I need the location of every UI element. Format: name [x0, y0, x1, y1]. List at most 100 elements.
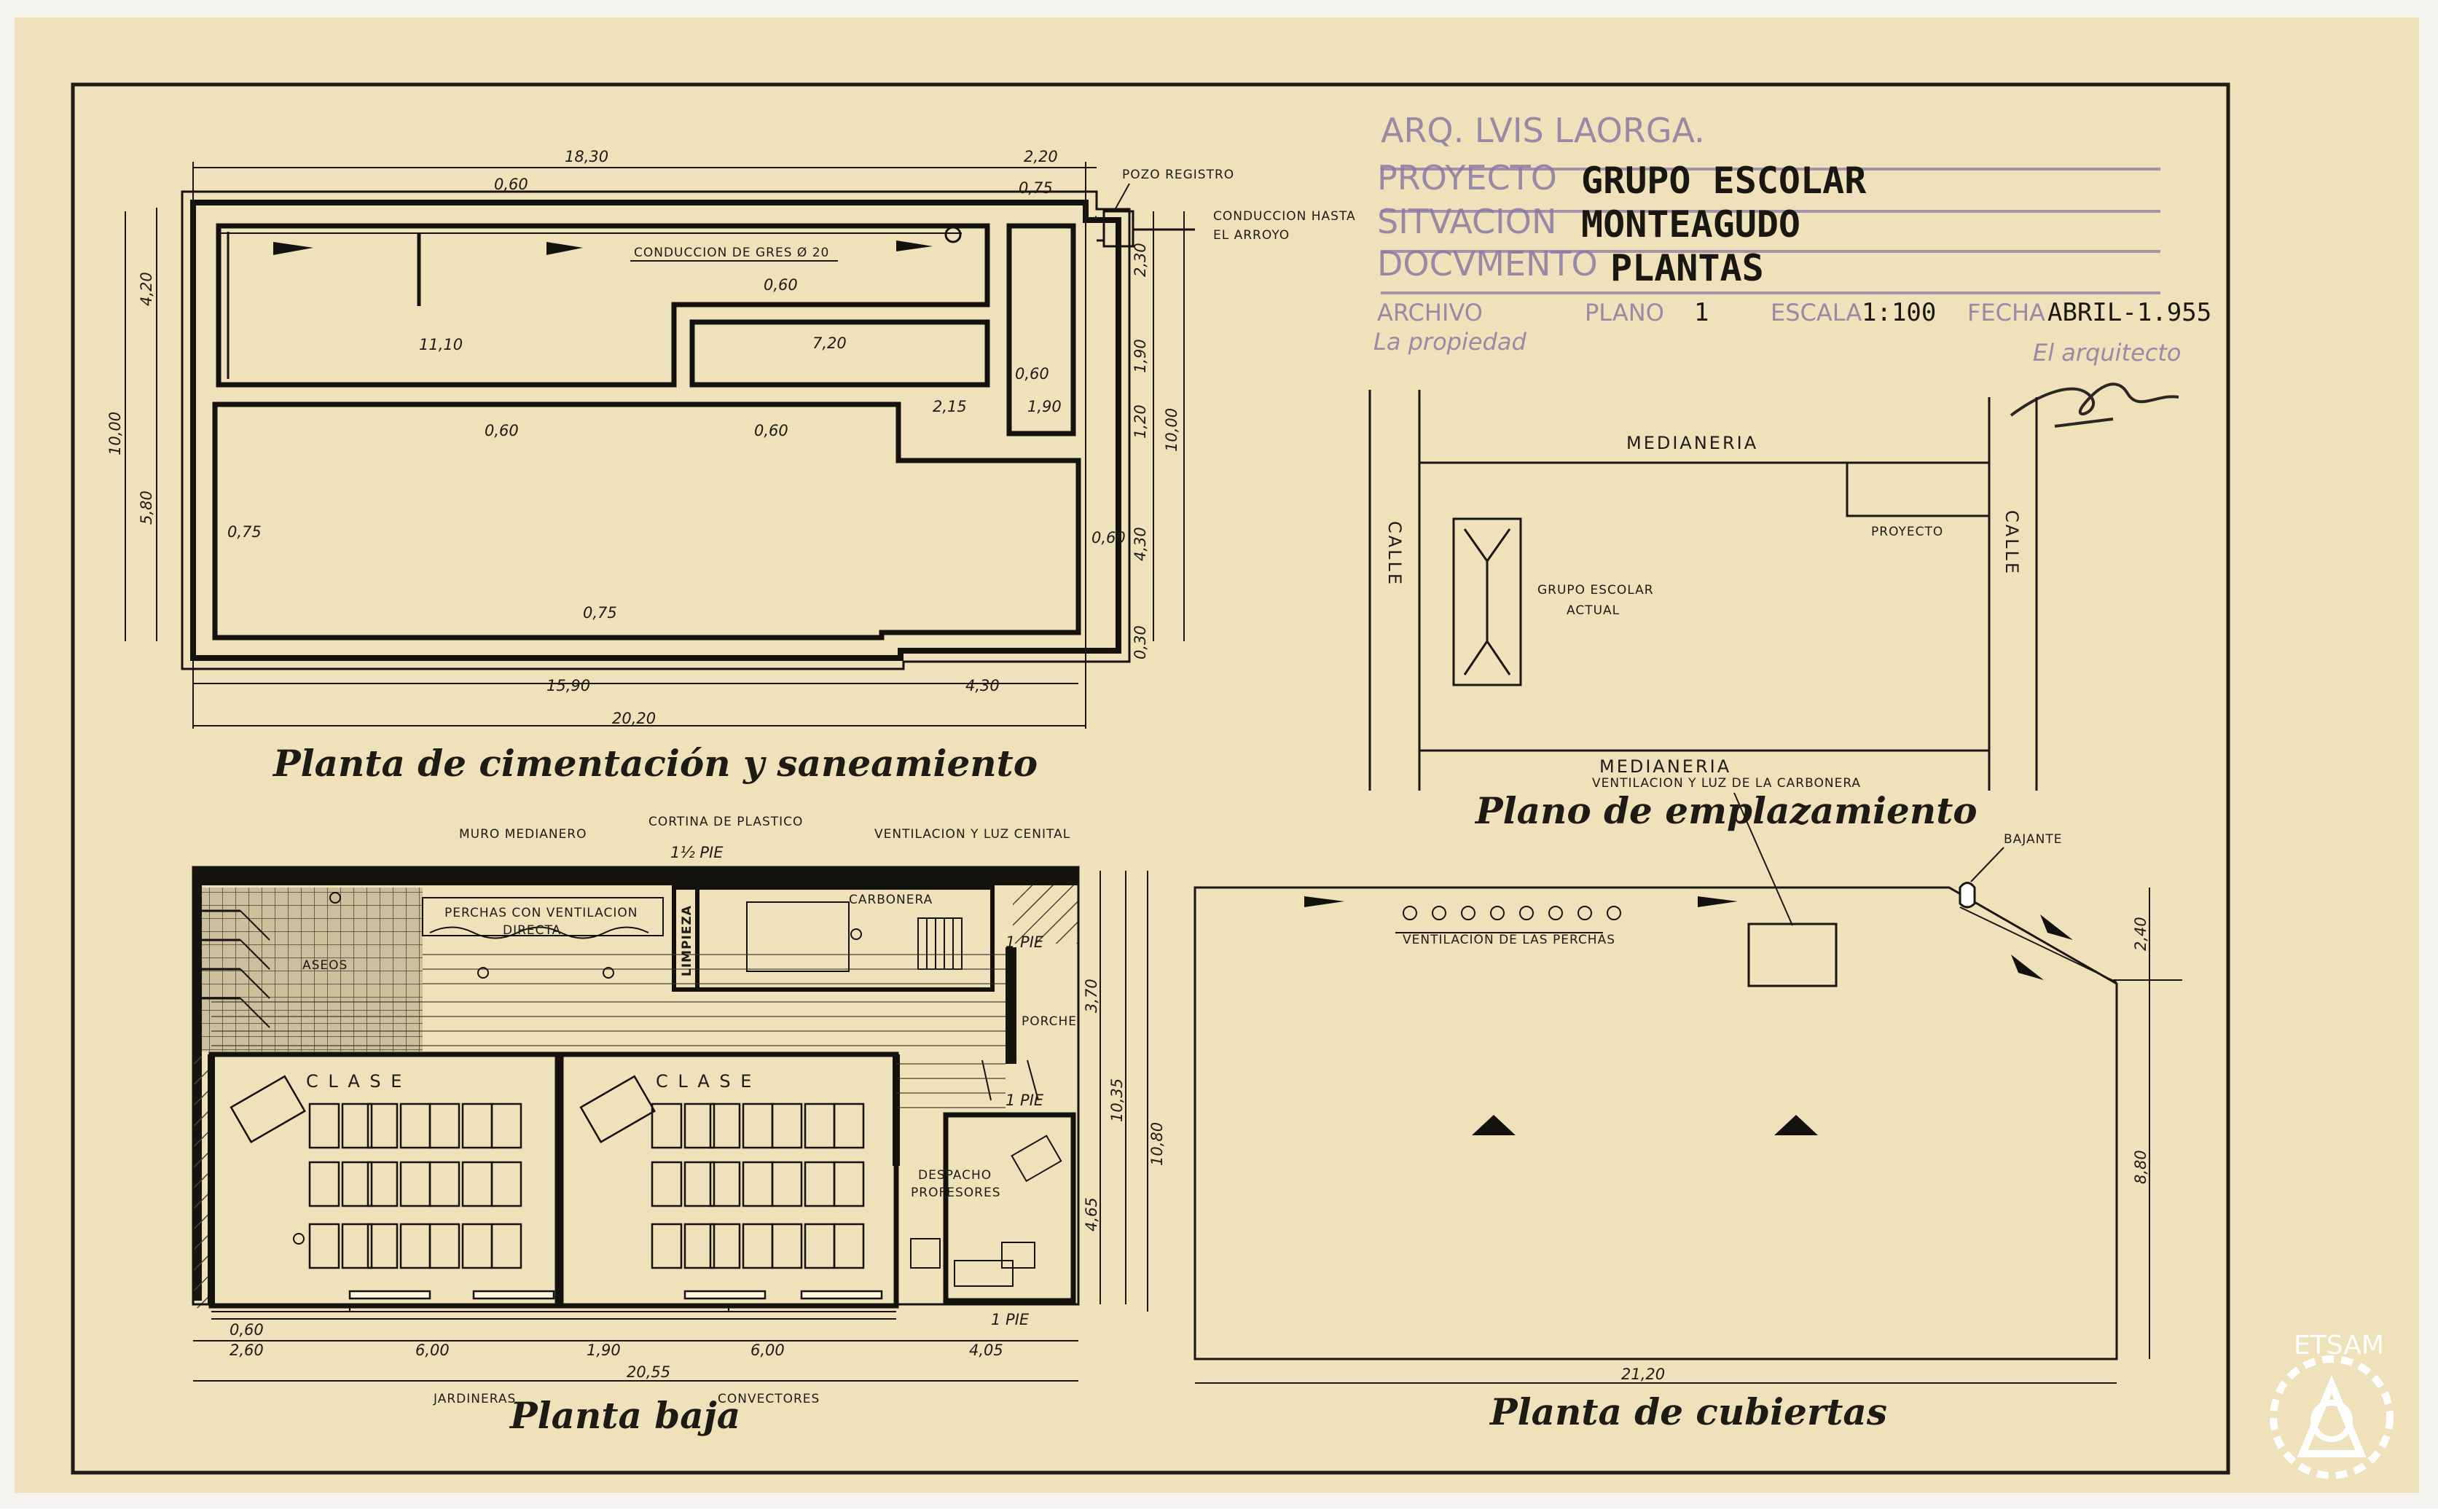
label-carbonera: CARBONERA	[849, 893, 933, 907]
label-proyecto: PROYECTO	[1871, 525, 1943, 539]
label-jardineras: JARDINERAS	[433, 1392, 516, 1406]
label-clase-1: C L A S E	[306, 1071, 404, 1092]
dim-0-60-e: 0,60	[754, 422, 788, 439]
dim-4-20: 4,20	[138, 272, 155, 306]
flow-arrows	[273, 240, 933, 255]
stamp-documento-label: DOCVMENTO	[1377, 244, 1598, 283]
dim-10-00-b: 10,00	[1163, 408, 1180, 452]
dim-7-20: 7,20	[812, 334, 847, 352]
label-aseos: ASEOS	[302, 958, 348, 973]
label-conduccion-arroyo-1: CONDUCCION HASTA	[1213, 209, 1356, 224]
dim-0-60-c: 0,60	[1015, 365, 1049, 383]
label-medianeria-bottom: MEDIANERIA	[1599, 756, 1731, 777]
etsam-logo: ETSAM	[2270, 1331, 2394, 1479]
dim-cub-21-20: 21,20	[1621, 1366, 1665, 1383]
dim-pb-10-35: 10,35	[1108, 1078, 1126, 1122]
proyecto-value: GRUPO ESCOLAR	[1581, 160, 1867, 202]
label-limpieza: LIMPIEZA	[680, 905, 694, 976]
site-plan	[1368, 390, 2038, 791]
foundation-plan	[181, 190, 1195, 670]
situacion-value: MONTEAGUDO	[1581, 203, 1800, 246]
ground-floor-dim-lines	[193, 871, 1148, 1382]
dim-cub-2-40: 2,40	[2132, 917, 2149, 951]
dim-1-90-b: 1,90	[1132, 339, 1149, 373]
dim-0-30: 0,30	[1132, 625, 1149, 659]
label-ventilacion-carbonera: VENTILACION Y LUZ DE LA CARBONERA	[1592, 776, 1861, 791]
dim-0-60-b: 0,60	[764, 276, 798, 294]
dim-18-30: 18,30	[565, 148, 608, 165]
signature	[2010, 383, 2179, 428]
dim-pb-4-65: 4,65	[1083, 1197, 1100, 1231]
dim-2-30: 2,30	[1132, 243, 1149, 277]
dim-cub-8-80: 8,80	[2132, 1150, 2149, 1184]
paper	[15, 17, 2419, 1493]
dim-pb-20-55: 20,55	[627, 1363, 670, 1381]
label-porche: PORCHE	[1022, 1014, 1077, 1029]
ground-floor-plan	[192, 866, 1080, 1320]
plano-value: 1	[1694, 298, 1709, 327]
dim-pb-3-70: 3,70	[1083, 979, 1100, 1013]
label-muro-medianero: MURO MEDIANERO	[459, 827, 587, 842]
dim-pb-0-60: 0,60	[230, 1321, 264, 1339]
title-cubiertas: Planta de cubiertas	[1489, 1390, 1887, 1433]
dim-0-60-f: 0,60	[1091, 529, 1126, 547]
logo-text: ETSAM	[2294, 1331, 2384, 1360]
stamp-arquitecto: El arquitecto	[2033, 339, 2181, 367]
dim-0-75-c: 0,75	[583, 604, 617, 622]
dim-pb-4-05: 4,05	[969, 1341, 1003, 1359]
stamp-propiedad: La propiedad	[1373, 328, 1526, 356]
fecha-value: ABRIL-1.955	[2047, 298, 2211, 327]
title-emplazamiento: Plano de emplazamiento	[1474, 789, 1978, 832]
dim-2-15: 2,15	[933, 398, 967, 415]
stamp-escala-label: ESCALA	[1771, 299, 1862, 326]
label-pozo-registro: POZO REGISTRO	[1122, 168, 1234, 182]
dim-pb-2-60: 2,60	[230, 1341, 264, 1359]
label-conduccion-gres: CONDUCCION DE GRES Ø 20	[634, 246, 829, 260]
label-conduccion-arroyo-2: EL ARROYO	[1213, 228, 1290, 243]
stamp-architect: ARQ. LVIS LAORGA.	[1381, 111, 1705, 150]
label-medianeria-top: MEDIANERIA	[1626, 433, 1758, 453]
dim-5-80: 5,80	[138, 490, 155, 525]
label-calle-right: CALLE	[2002, 510, 2022, 576]
stamp-proyecto-label: PROYECTO	[1377, 158, 1557, 197]
label-ventilacion-perchas: VENTILACION DE LAS PERCHAS	[1403, 933, 1615, 947]
dim-pb-6-00-a: 6,00	[415, 1341, 450, 1359]
dim-10-00-a: 10,00	[106, 412, 124, 455]
label-perchas-1: PERCHAS CON VENTILACION	[444, 906, 638, 920]
label-despacho-2: PROFESORES	[911, 1186, 1000, 1200]
label-calle-left: CALLE	[1384, 521, 1405, 587]
dim-2-20: 2,20	[1024, 148, 1058, 165]
label-pie-right1: 1 PIE	[1006, 933, 1044, 951]
label-grupo-actual-1: GRUPO ESCOLAR	[1537, 583, 1654, 598]
documento-value: PLANTAS	[1610, 247, 1764, 289]
label-pie-bottom: 1 PIE	[991, 1311, 1030, 1328]
escala-value: 1:100	[1862, 298, 1936, 327]
dim-pb-1-90: 1,90	[587, 1341, 621, 1359]
stamp-archivo-label: ARCHIVO	[1377, 299, 1483, 326]
roof-arrows	[1304, 896, 2073, 1135]
dim-pb-10-80: 10,80	[1148, 1122, 1166, 1166]
title-cimentacion: Planta de cimentación y saneamiento	[272, 742, 1038, 785]
dim-1-90-a: 1,90	[1027, 398, 1062, 415]
dim-0-75-a: 0,75	[1019, 179, 1053, 197]
dim-15-90: 15,90	[546, 677, 590, 694]
label-grupo-actual-2: ACTUAL	[1567, 603, 1620, 618]
stamp-situacion-label: SITVACION	[1377, 202, 1556, 241]
dim-4-30-a: 4,30	[965, 677, 1000, 694]
dim-0-60-a: 0,60	[494, 176, 528, 193]
dim-0-75-b: 0,75	[227, 523, 262, 541]
title-planta-baja: Planta baja	[509, 1394, 740, 1437]
label-pie-top: 1½ PIE	[670, 844, 724, 861]
dim-11-10: 11,10	[419, 336, 463, 353]
dim-pb-6-00-b: 6,00	[750, 1341, 785, 1359]
label-cortina: CORTINA DE PLASTICO	[648, 815, 803, 829]
dim-1-20: 1,20	[1132, 404, 1149, 439]
stamp-plano-label: PLANO	[1585, 299, 1664, 326]
label-ventilacion-cenital: VENTILACION Y LUZ CENITAL	[874, 827, 1070, 842]
roof-plan	[1193, 882, 2182, 1384]
label-clase-2: C L A S E	[656, 1071, 753, 1092]
label-bajante: BAJANTE	[2004, 832, 2062, 847]
dim-20-20: 20,20	[612, 710, 656, 727]
foundation-dim-lines	[125, 162, 1185, 729]
